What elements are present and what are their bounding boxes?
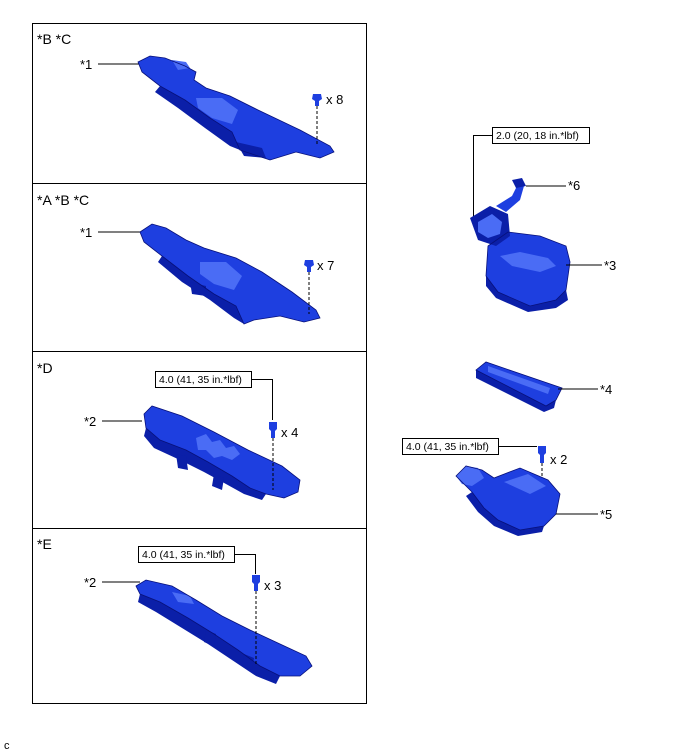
- panel-4-header: *E: [37, 536, 52, 552]
- bracket-label: *5: [600, 507, 612, 522]
- panel-1-clip-qty: x 8: [326, 92, 343, 107]
- air-cleaner-label-6: *6: [568, 178, 580, 193]
- air-cleaner-case-bracket-part: [455, 465, 561, 536]
- bolt-icon: [538, 446, 546, 463]
- panel-1-callout-label: *1: [80, 57, 92, 72]
- panel-3: *D 4.0 (41, 35 in.*lbf) *2 x 4: [37, 360, 301, 500]
- air-cleaner-torque-value: 2.0 (20, 18 in.*lbf): [496, 130, 579, 142]
- figure-code: c: [4, 740, 10, 752]
- radiator-upper-seal-part-2: [139, 223, 321, 325]
- panel-3-callout-label: *2: [84, 414, 96, 429]
- left-panel-frame: [32, 23, 367, 704]
- radiator-upper-seal-part: [137, 55, 335, 161]
- panel-4-callout-label: *2: [84, 575, 96, 590]
- panel-4-bolt-qty: x 3: [264, 578, 281, 593]
- panel-4-torque-leader: [234, 554, 256, 574]
- panel-1: *B *C *1 x 8: [37, 31, 343, 161]
- panel-3-bolt-qty: x 4: [281, 425, 298, 440]
- air-inlet-duct-part-2: [135, 579, 313, 684]
- air-cleaner-group: 2.0 (20, 18 in.*lbf) *6 *3: [470, 127, 616, 312]
- panel-2-clip-qty: x 7: [317, 258, 334, 273]
- air-cleaner-torque-leader: [473, 135, 493, 218]
- air-cleaner-assembly-part: [470, 178, 571, 312]
- air-filter-element-part: [475, 361, 563, 412]
- air-cleaner-label-3: *3: [604, 258, 616, 273]
- panel-2-callout-label: *1: [80, 225, 92, 240]
- bracket-bolt-qty: x 2: [550, 452, 567, 467]
- panel-3-torque-value: 4.0 (41, 35 in.*lbf): [159, 374, 242, 386]
- bolt-icon: [252, 575, 260, 591]
- filter-label: *4: [600, 382, 612, 397]
- bracket-group: 4.0 (41, 35 in.*lbf) x 2 *5: [402, 438, 612, 536]
- panel-4: *E 4.0 (41, 35 in.*lbf) *2 x 3: [37, 536, 313, 684]
- panel-1-header: *B *C: [37, 31, 71, 47]
- bracket-torque-value: 4.0 (41, 35 in.*lbf): [406, 441, 489, 453]
- bolt-icon: [269, 422, 277, 438]
- filter-group: *4: [475, 361, 612, 412]
- air-inlet-duct-part: [143, 405, 301, 500]
- clip-icon: [304, 260, 314, 272]
- panel-4-torque-value: 4.0 (41, 35 in.*lbf): [142, 549, 225, 561]
- panel-3-torque-leader: [251, 379, 273, 420]
- panel-2: *A *B *C *1 x 7: [37, 192, 334, 325]
- clip-icon: [312, 94, 322, 106]
- panel-2-header: *A *B *C: [37, 192, 89, 208]
- panel-3-header: *D: [37, 360, 53, 376]
